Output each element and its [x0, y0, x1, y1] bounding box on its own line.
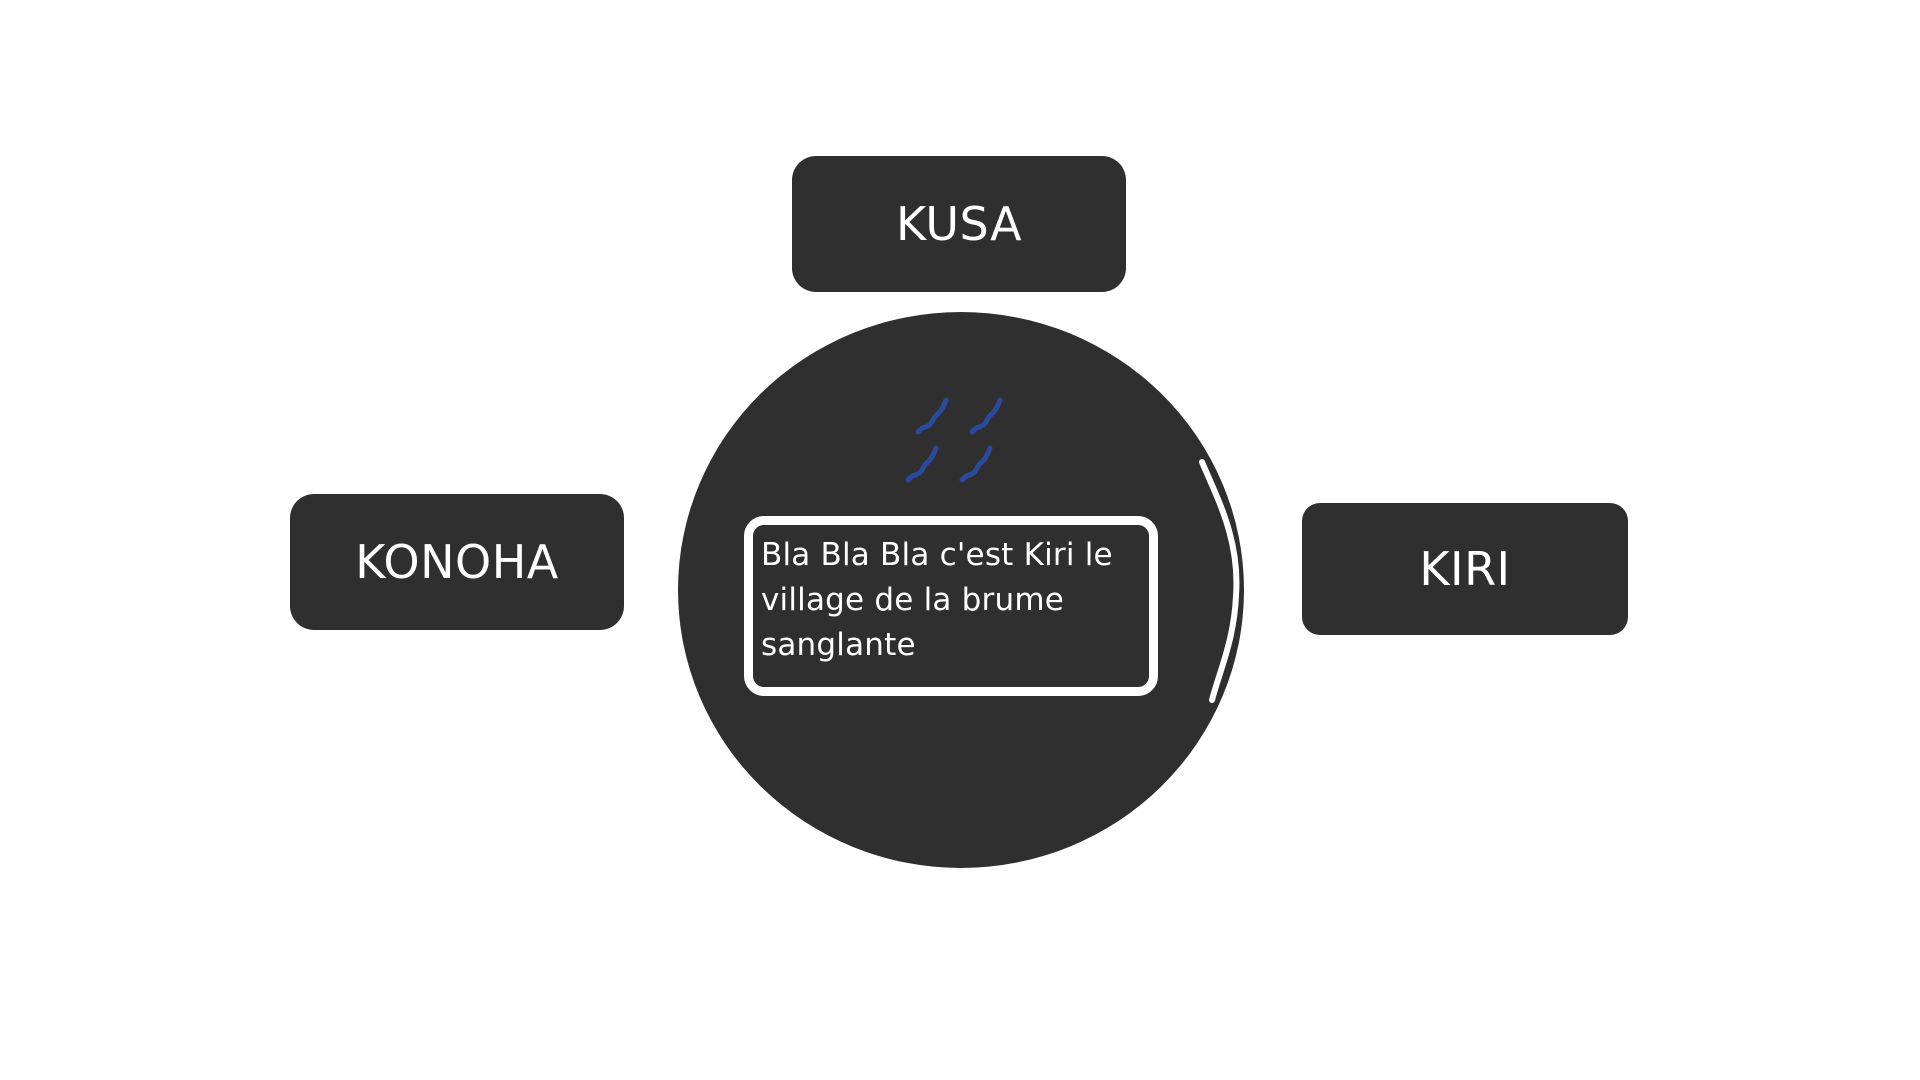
village-label-kusa: KUSA	[895, 197, 1023, 251]
village-button-konoha[interactable]: KONOHA	[290, 494, 624, 630]
village-label-kiri: KIRI	[1419, 542, 1511, 596]
village-description-box: Bla Bla Bla c'est Kiri le village de la …	[744, 516, 1158, 696]
mist-village-symbol-icon	[905, 397, 1003, 483]
village-button-kusa[interactable]: KUSA	[792, 156, 1126, 292]
village-description-text: Bla Bla Bla c'est Kiri le village de la …	[761, 537, 1113, 663]
village-button-kiri[interactable]: KIRI	[1302, 503, 1628, 635]
village-label-konoha: KONOHA	[355, 535, 559, 589]
